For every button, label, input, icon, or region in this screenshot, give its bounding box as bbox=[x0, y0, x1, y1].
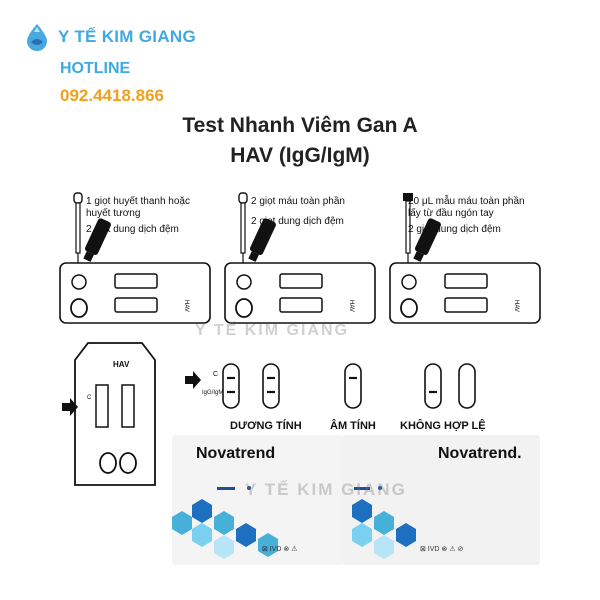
cassette-c-label: C bbox=[87, 395, 92, 401]
brand-name: Y TẾ KIM GIANG bbox=[58, 27, 197, 46]
package-dot bbox=[247, 486, 251, 490]
package-brand: Novatrend. bbox=[438, 445, 522, 462]
hotline-label: HOTLINE bbox=[60, 60, 131, 77]
package-dash bbox=[217, 487, 235, 490]
brand-header: Y TẾ KIM GIANG bbox=[22, 22, 196, 52]
procedure-steps-illustration: HAV HAV HAV bbox=[59, 192, 541, 324]
step-2-text: 2 giọt máu toàn phần 2 giọt dung dịch đệ… bbox=[251, 196, 345, 227]
step-3-text: 20 μL mẫu máu toàn phần lấy từ đầu ngón … bbox=[408, 196, 525, 235]
product-package-1: Novatrend ⊠ IVD ⊗ ⚠ bbox=[172, 435, 342, 565]
svg-text:HAV: HAV bbox=[183, 300, 189, 312]
step-3-illustration: HAV bbox=[389, 193, 541, 324]
hexagon-pattern bbox=[352, 499, 416, 559]
positive-strips bbox=[222, 363, 280, 409]
package-symbols: ⊠ IVD ⊗ ⚠ ⊘ bbox=[420, 546, 464, 553]
package-brand: Novatrend bbox=[196, 445, 276, 462]
result-diagrams bbox=[185, 363, 476, 409]
page-subtitle: HAV (IgG/IgM) bbox=[230, 144, 370, 167]
step-1-text: 1 giọt huyết thanh hoặc huyết tương 2 gi… bbox=[86, 196, 190, 235]
step-2-illustration: HAV bbox=[224, 192, 376, 324]
result-positive-label: DƯƠNG TÍNH bbox=[230, 420, 302, 432]
result-invalid-label: KHÔNG HỢP LỆ bbox=[400, 420, 486, 432]
watermark-bottom: Y TẾ KIM GIANG bbox=[245, 480, 407, 499]
svg-text:HAV: HAV bbox=[513, 300, 519, 312]
result-igg-igm-label: IgG/IgM bbox=[202, 390, 224, 396]
package-symbols: ⊠ IVD ⊗ ⚠ bbox=[262, 546, 298, 553]
invalid-strips bbox=[424, 363, 476, 409]
package-dash bbox=[354, 487, 370, 490]
negative-strip bbox=[344, 363, 362, 409]
svg-text:HAV: HAV bbox=[348, 300, 354, 312]
step-1-illustration: HAV bbox=[59, 192, 211, 324]
arrow-right-icon bbox=[185, 371, 201, 389]
package-dot bbox=[378, 486, 382, 490]
water-drop-icon bbox=[27, 24, 47, 51]
cassette-label: HAV bbox=[113, 360, 130, 369]
watermark-top: Y TẾ KIM GIANG bbox=[195, 322, 349, 339]
cassette-detail-illustration bbox=[62, 342, 156, 486]
hexagon-pattern bbox=[172, 499, 278, 559]
hotline-number[interactable]: 092.4418.866 bbox=[60, 86, 164, 105]
page-title: Test Nhanh Viêm Gan A bbox=[182, 114, 418, 137]
result-negative-label: ÂM TÍNH bbox=[330, 420, 376, 432]
product-package-2: Novatrend. ⊠ IVD ⊗ ⚠ ⊘ bbox=[342, 435, 540, 565]
result-c-label: C bbox=[213, 371, 219, 378]
arrow-right-icon bbox=[62, 398, 78, 416]
